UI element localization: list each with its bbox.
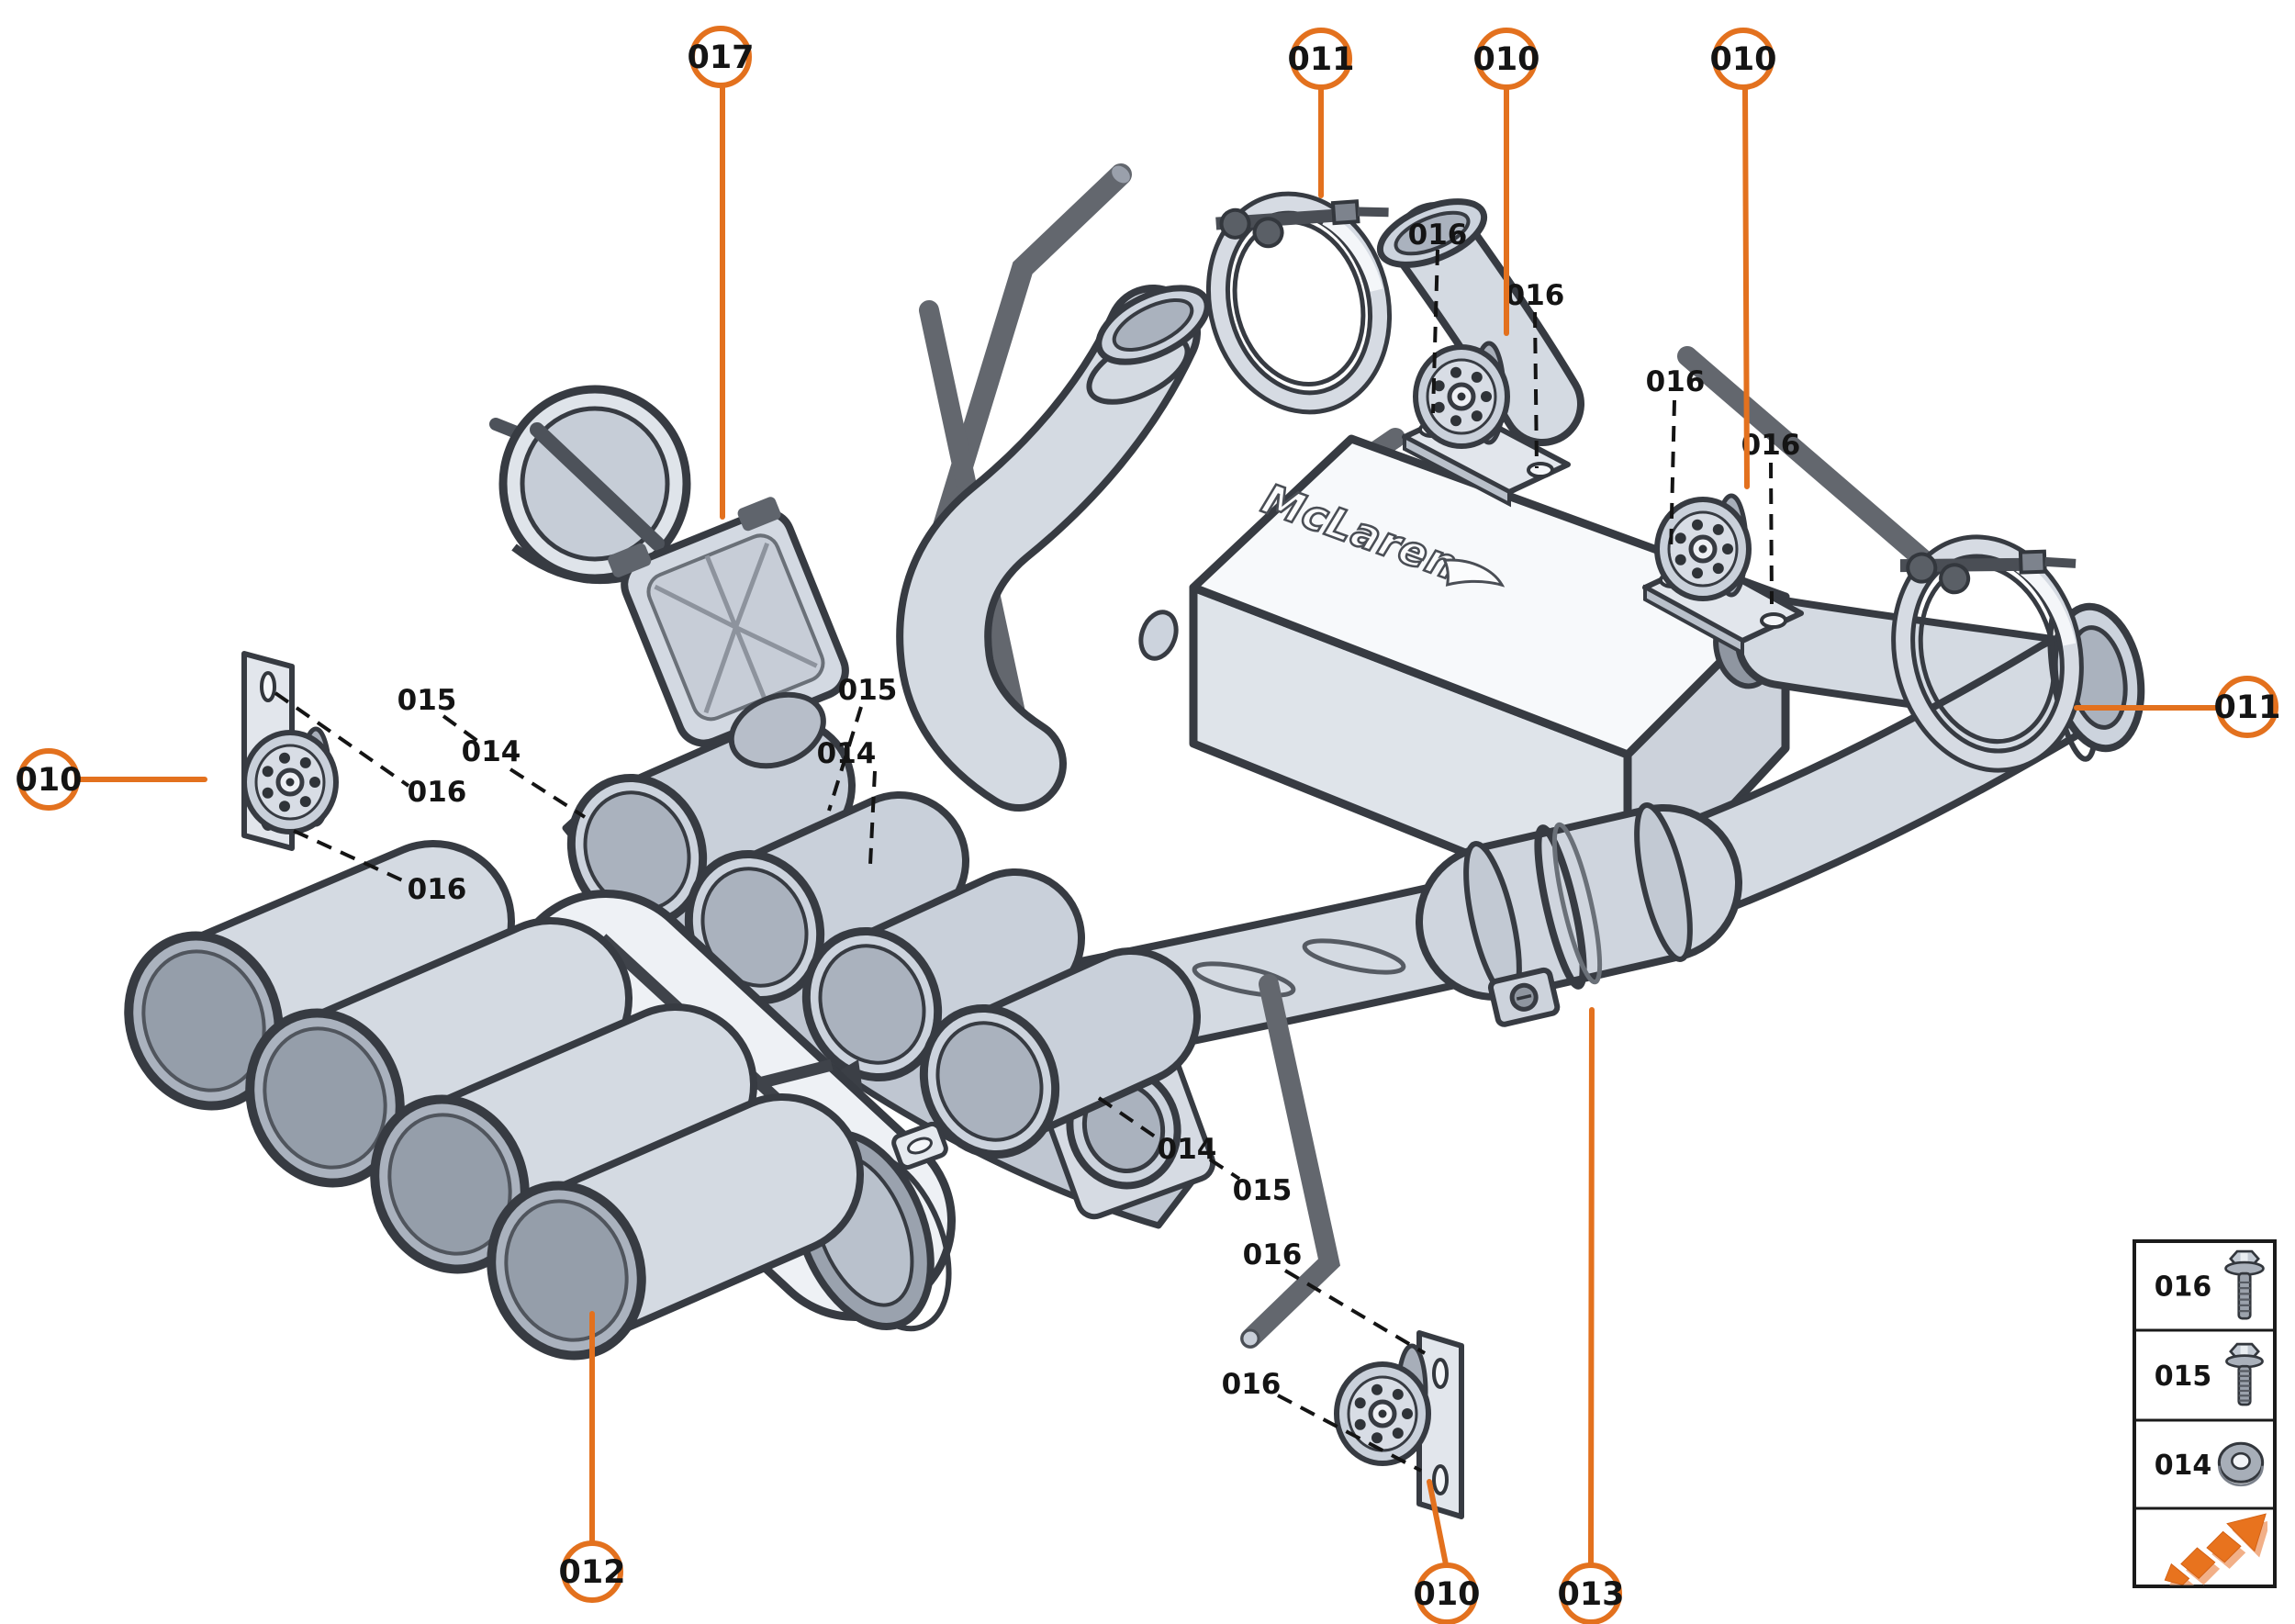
leader-line [827,706,863,812]
downpipe-left [896,285,1211,812]
hanger-rod-bottom [1240,974,1341,1349]
legend-row-015[interactable]: 015 [2155,1342,2264,1406]
callout-number: 017 [687,39,754,76]
downpipe-right [1376,198,1584,446]
legend-row-014[interactable]: 014 [2155,1441,2265,1487]
part-ref-label-016: 016 [1222,1368,1282,1401]
callout-circle[interactable] [1475,28,1538,90]
legend-row-016[interactable]: 016 [2155,1249,2265,1320]
callout-leader [1427,1479,1449,1567]
leader-line [868,770,877,866]
leader-line [442,714,479,743]
manifold-horn-4 [919,947,1201,1159]
part-engine-mount-top-right-010[interactable] [1642,493,1804,656]
callout-number: 010 [1413,1576,1480,1613]
part-engine-mount-top-left-010[interactable] [1402,341,1571,508]
callout-circle[interactable] [1712,28,1774,90]
part-ref-label-014: 014 [817,737,877,770]
leader-line [1208,1158,1241,1181]
part-ref-label-014: 014 [462,735,521,768]
part-ref-label-016: 016 [1506,279,1565,312]
part-ref-label-014: 014 [1158,1133,1217,1166]
part-ref-label-015: 015 [1233,1174,1293,1207]
leader-lines [274,249,1774,1473]
callout-number: 010 [1709,41,1776,78]
part-ref-label-015: 015 [397,684,457,717]
clamp-bolt [1215,199,1389,249]
leader-line [1533,311,1539,469]
callout-bubbles: 017 011 010 010 010 011 012 010 013 [15,26,2281,1624]
callout-number: 013 [1557,1576,1624,1613]
callout-circle[interactable] [561,1540,623,1603]
callout-circle[interactable] [689,26,752,88]
legend-row-label: 014 [2155,1450,2212,1482]
intake-trumpet-2 [245,917,633,1188]
callout-leader [1588,1007,1595,1567]
legend-row-label: 016 [2155,1271,2212,1304]
part-engine-mount-bottom-010[interactable] [1337,1330,1464,1519]
fastener-legend: 016 015 014 [2133,1239,2277,1588]
leader-line [1277,1394,1422,1473]
tailpipe-clamp-bracket [1487,967,1561,1027]
part-ref-label-016: 016 [408,776,467,809]
callout-012[interactable]: 012 [558,1311,626,1603]
callout-017[interactable]: 017 [687,26,755,520]
leader-line [1431,249,1439,414]
leader-line [1669,399,1676,555]
callout-number: 010 [15,762,82,799]
intake-trumpet-4 [487,1093,864,1361]
part-ref-label-016: 016 [408,873,467,906]
part-reference-labels: 0160160160160150140160160150140140150160… [397,218,1801,1401]
part-tailpipe-assembly-013[interactable] [942,597,2151,1084]
callout-010[interactable]: 010 [15,748,207,811]
callout-011[interactable]: 011 [1287,28,1355,198]
intake-trumpet-3 [370,1003,757,1274]
callout-circle[interactable] [1560,1562,1622,1624]
callout-number: 012 [558,1554,625,1591]
part-v-band-clamp-top-011[interactable] [1193,169,1434,421]
leader-line [293,829,409,885]
callout-circle[interactable] [1416,1562,1478,1624]
callout-circle[interactable] [1290,28,1352,90]
leader-line [1283,1269,1427,1355]
leader-line [1769,462,1774,605]
part-engine-mount-left-010[interactable] [241,651,336,851]
callout-013[interactable]: 013 [1557,1007,1625,1624]
part-ref-label-015: 015 [838,674,898,707]
callout-010[interactable]: 010 [1413,1479,1481,1624]
intake-trumpet-1 [124,840,515,1111]
washer-icon [2217,1441,2265,1487]
manifold-horn-3 [801,868,1085,1082]
leader-line [274,691,410,788]
leader-line [509,767,587,819]
manifold-horn-1 [566,716,856,929]
part-exhaust-manifold [562,716,1216,1229]
callout-circle[interactable] [2216,676,2278,738]
part-v-band-clamp-right-011[interactable] [1880,518,2118,778]
callout-number: 011 [1287,41,1354,78]
callout-011[interactable]: 011 [2074,676,2281,738]
callout-010[interactable]: 010 [1472,28,1540,336]
leader-line [1097,1096,1157,1138]
part-intake-trumpets-012[interactable] [106,840,973,1376]
part-ref-label-016: 016 [1408,218,1468,252]
callout-circle[interactable] [17,748,80,811]
manifold-horn-2 [684,791,969,1005]
part-ref-label-016: 016 [1243,1238,1303,1271]
legend-row-label: 015 [2155,1361,2212,1393]
part-throttle-body-017[interactable] [489,385,870,796]
callout-number: 011 [2213,689,2280,726]
part-ref-label-016: 016 [1741,429,1801,462]
callout-010[interactable]: 010 [1709,28,1777,489]
clamp-bolt [1899,549,2077,595]
part-ref-label-016: 016 [1646,365,1706,398]
callout-leader [1742,84,1750,489]
callout-number: 010 [1472,41,1539,78]
